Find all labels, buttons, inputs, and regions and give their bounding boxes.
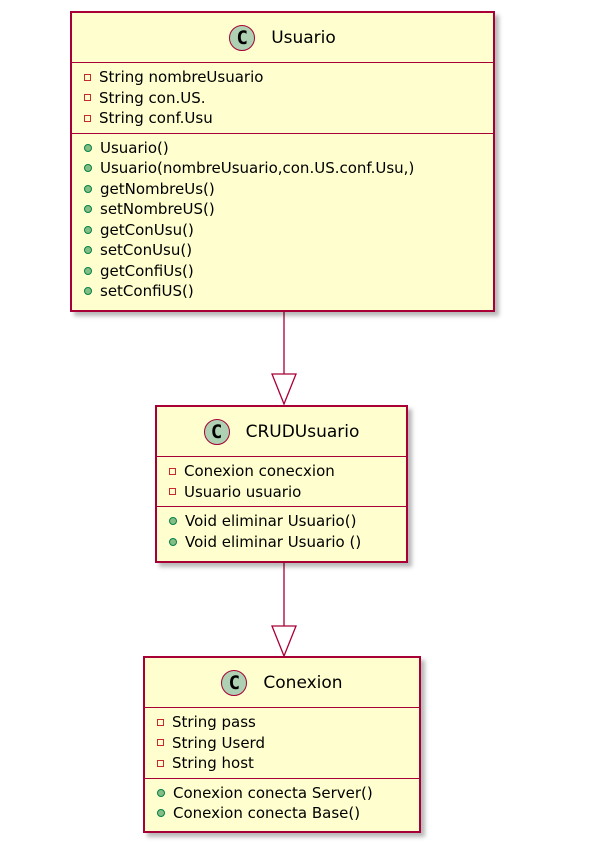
class-stereotype-icon: C [229, 24, 256, 51]
field-text: Usuario usuario [184, 482, 302, 501]
method-text: Void eliminar Usuario () [185, 532, 362, 551]
fields-section: String nombreUsuario String con.US. Stri… [72, 63, 493, 134]
private-visibility-icon [84, 114, 91, 122]
class-usuario[interactable]: C Usuario String nombreUsuario String co… [70, 11, 495, 312]
field-text: String pass [172, 713, 256, 732]
method-text: setNombreUS() [100, 200, 215, 219]
methods-section: Conexion conecta Server() Conexion conec… [145, 779, 419, 828]
method-row: Conexion conecta Server() [157, 783, 411, 804]
field-text: String host [172, 754, 254, 773]
private-visibility-icon [169, 467, 176, 475]
private-visibility-icon [169, 488, 176, 496]
method-text: Conexion conecta Server() [173, 783, 373, 802]
public-visibility-icon [84, 184, 92, 193]
method-text: getConUsu() [100, 220, 194, 239]
fields-section: String pass String Userd String host [145, 708, 419, 779]
class-stereotype-icon: C [221, 669, 248, 696]
method-row: getConfiUs() [84, 261, 485, 282]
private-visibility-icon [84, 73, 91, 81]
class-header: C CRUDUsuario [157, 407, 406, 457]
method-row: Void eliminar Usuario () [169, 532, 398, 553]
method-text: Void eliminar Usuario() [185, 512, 357, 531]
field-row: String con.US. [84, 88, 485, 109]
method-text: getConfiUs() [100, 261, 194, 280]
method-text: Conexion conecta Base() [173, 804, 361, 823]
field-row: String pass [157, 712, 411, 733]
fields-section: Conexion conecxion Usuario usuario [157, 457, 406, 507]
method-text: setConfiUS() [100, 282, 194, 301]
public-visibility-icon [84, 225, 92, 234]
public-visibility-icon [84, 287, 92, 296]
public-visibility-icon [84, 246, 92, 255]
field-row: String nombreUsuario [84, 67, 485, 88]
class-header: C Conexion [145, 658, 419, 708]
method-text: Usuario() [100, 138, 169, 157]
public-visibility-icon [84, 143, 92, 152]
edge-usuario-to-crudusuario [271, 312, 297, 406]
method-text: setConUsu() [100, 241, 193, 260]
class-name: CRUDUsuario [245, 421, 360, 442]
field-text: String con.US. [99, 88, 206, 107]
method-row: getConUsu() [84, 220, 485, 241]
public-visibility-icon [84, 164, 92, 173]
method-row: setConUsu() [84, 240, 485, 261]
class-stereotype-icon: C [203, 418, 230, 445]
method-row: Usuario() [84, 138, 485, 159]
method-row: setNombreUS() [84, 199, 485, 220]
field-text: String nombreUsuario [99, 68, 264, 87]
public-visibility-icon [84, 266, 92, 275]
method-row: Void eliminar Usuario() [169, 511, 398, 532]
class-name: Usuario [271, 27, 336, 48]
methods-section: Void eliminar Usuario() Void eliminar Us… [157, 507, 406, 556]
public-visibility-icon [84, 205, 92, 214]
private-visibility-icon [157, 718, 164, 726]
class-header: C Usuario [72, 13, 493, 63]
public-visibility-icon [157, 788, 165, 797]
private-visibility-icon [84, 94, 91, 102]
method-row: Conexion conecta Base() [157, 803, 411, 824]
class-name: Conexion [263, 672, 343, 693]
method-row: setConfiUS() [84, 281, 485, 302]
method-row: getNombreUs() [84, 179, 485, 200]
field-row: String Userd [157, 733, 411, 754]
class-crudusuario[interactable]: C CRUDUsuario Conexion conecxion Usuario… [155, 405, 408, 563]
field-row: Conexion conecxion [169, 461, 398, 482]
method-text: Usuario(nombreUsuario,con.US.conf.Usu,) [100, 159, 415, 178]
edge-crudusuario-to-conexion [271, 563, 297, 658]
private-visibility-icon [157, 739, 164, 747]
public-visibility-icon [169, 537, 177, 546]
field-text: String conf.Usu [99, 109, 213, 128]
class-conexion[interactable]: C Conexion String pass String Userd Stri… [143, 656, 421, 833]
private-visibility-icon [157, 759, 164, 767]
field-row: String host [157, 753, 411, 774]
methods-section: Usuario() Usuario(nombreUsuario,con.US.c… [72, 134, 493, 306]
field-row: Usuario usuario [169, 482, 398, 503]
method-text: getNombreUs() [100, 179, 215, 198]
public-visibility-icon [169, 517, 177, 526]
field-text: String Userd [172, 733, 265, 752]
field-row: String conf.Usu [84, 108, 485, 129]
public-visibility-icon [157, 809, 165, 818]
field-text: Conexion conecxion [184, 462, 335, 481]
method-row: Usuario(nombreUsuario,con.US.conf.Usu,) [84, 158, 485, 179]
